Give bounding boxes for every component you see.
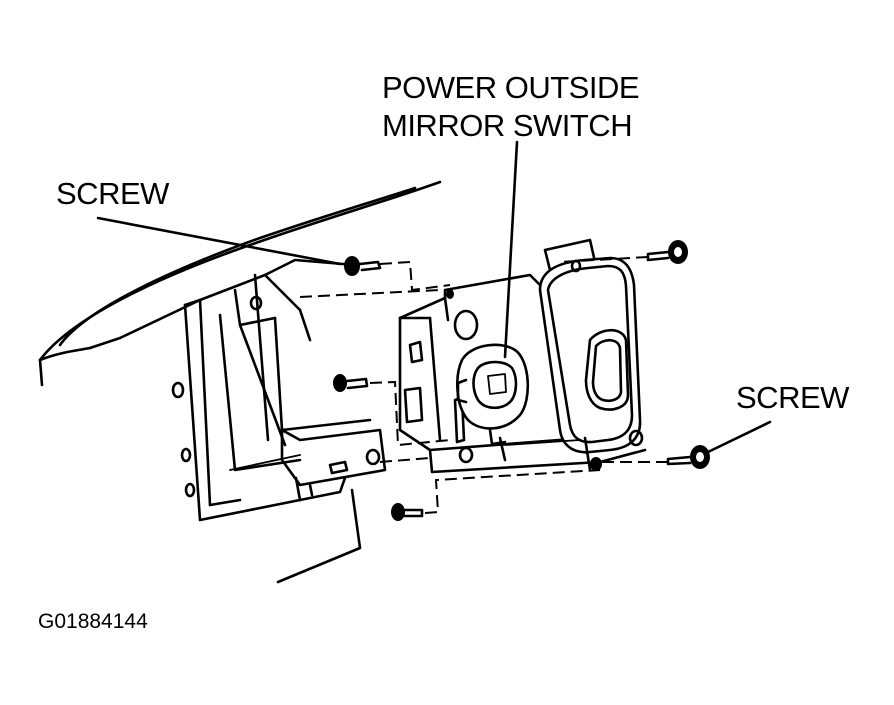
leader-lines	[96, 140, 772, 584]
leader-screw-left	[96, 216, 342, 266]
screw-icon	[666, 445, 710, 469]
switch-bezel	[538, 238, 644, 472]
figure-code: G01884144	[38, 610, 148, 633]
mounting-plate	[428, 436, 647, 474]
screw-label-right: SCREW	[736, 380, 849, 415]
screw-icon	[344, 256, 382, 276]
leader-power-switch	[503, 140, 519, 359]
mirror-switch-label-line2: MIRROR SWITCH	[382, 108, 633, 143]
screw-icon	[333, 374, 369, 392]
screw-label-left: SCREW	[56, 176, 169, 211]
screw-icon	[391, 503, 424, 521]
alignment-dashes	[299, 256, 668, 514]
leader-lower	[276, 488, 362, 584]
screw-icon	[646, 240, 688, 264]
switch-housing-bracket	[171, 258, 387, 522]
mirror-switch-knob	[456, 343, 530, 446]
dashboard-outline	[38, 180, 442, 387]
screw-icons	[333, 240, 710, 521]
leader-screw-right	[706, 420, 772, 454]
power-outside-label-line1: POWER OUTSIDE	[382, 70, 640, 105]
